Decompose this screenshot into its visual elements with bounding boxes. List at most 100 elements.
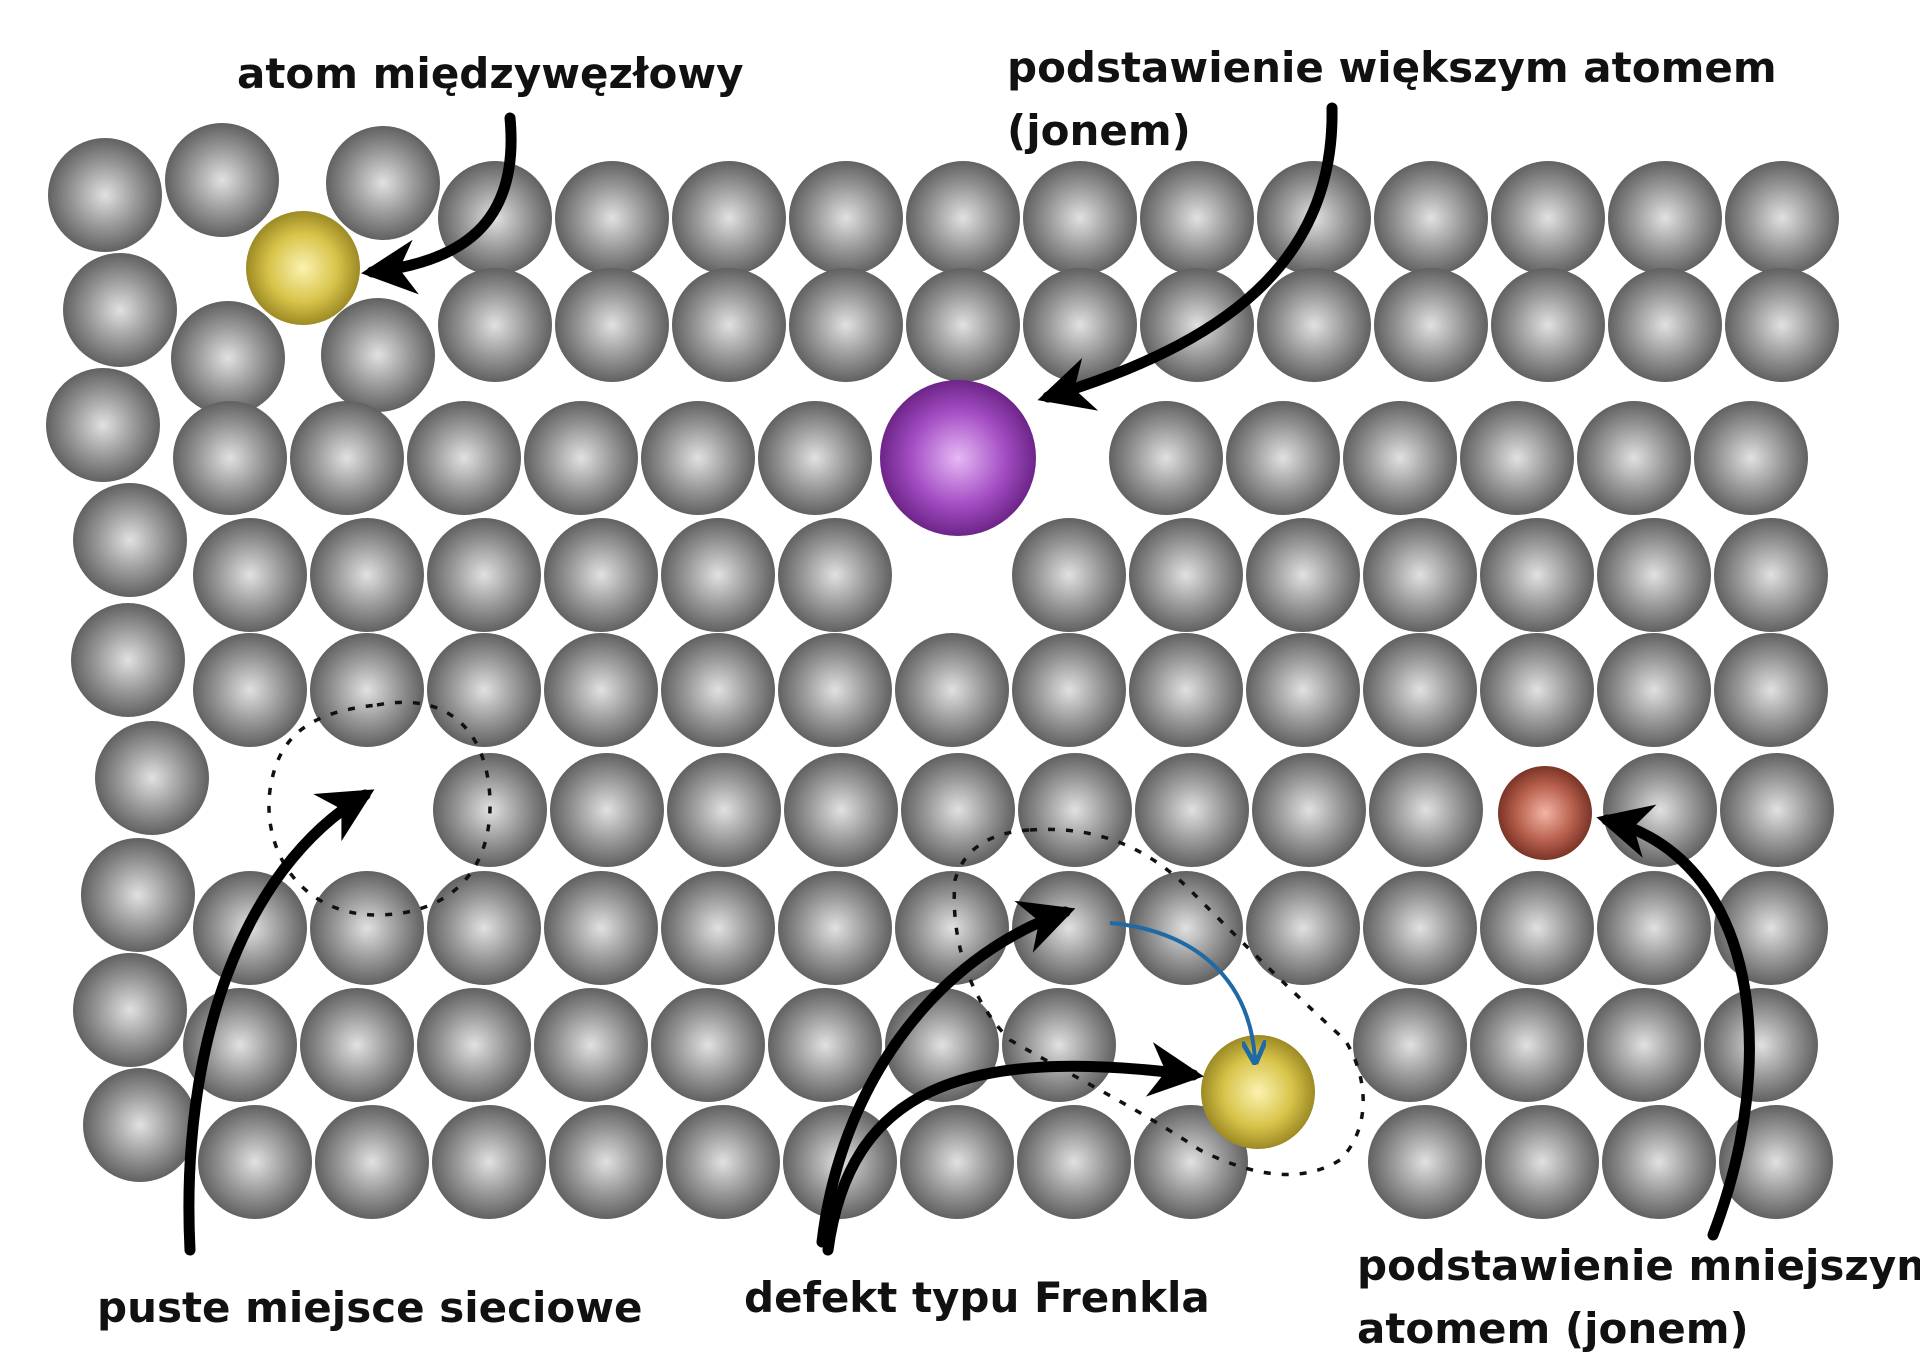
host-atom (1608, 161, 1722, 275)
host-atom (544, 871, 658, 985)
host-atom (417, 988, 531, 1102)
host-atom (895, 871, 1009, 985)
host-atom (1694, 401, 1808, 515)
host-atom (1587, 988, 1701, 1102)
host-atom (310, 518, 424, 632)
host-atom (641, 401, 755, 515)
host-atom (1374, 268, 1488, 382)
host-atom (778, 633, 892, 747)
label-smaller-substitution-line2: atomem (jonem) (1357, 1304, 1749, 1353)
host-atom (1460, 401, 1574, 515)
host-atom (1353, 988, 1467, 1102)
frenkel-pointer-arrow-vacancy (816, 900, 1076, 1248)
host-atom (789, 268, 903, 382)
smaller-substitution-pointer-arrow (1596, 804, 1755, 1241)
host-atom (71, 603, 185, 717)
host-atom (1597, 633, 1711, 747)
host-atom (534, 988, 648, 1102)
host-atom (407, 401, 521, 515)
pointer-arrows (183, 102, 1755, 1256)
label-smaller-substitution-line1: podstawienie mniejszym (1357, 1241, 1920, 1290)
host-atom (1109, 401, 1223, 515)
host-atom (661, 871, 775, 985)
host-atom (315, 1105, 429, 1219)
host-atom (1720, 753, 1834, 867)
host-atom (1725, 161, 1839, 275)
host-atom (1023, 268, 1137, 382)
host-atom (1129, 871, 1243, 985)
host-atom (1597, 871, 1711, 985)
host-atom (1491, 161, 1605, 275)
host-atom (661, 633, 775, 747)
host-atom (1363, 633, 1477, 747)
frenkel-pointer-arrow-interstitial (822, 1042, 1204, 1256)
frenkel-interstitial-atom (1201, 1035, 1315, 1149)
host-atom (1017, 1105, 1131, 1219)
host-atom (165, 123, 279, 237)
host-atom (290, 401, 404, 515)
host-atom (427, 518, 541, 632)
defect-atoms (246, 211, 1592, 1149)
host-atom (1480, 871, 1594, 985)
host-atom (555, 161, 669, 275)
host-atom (1714, 633, 1828, 747)
host-atom (1374, 161, 1488, 275)
host-atom (310, 871, 424, 985)
host-atom (906, 161, 1020, 275)
host-atom (1129, 633, 1243, 747)
host-atom (661, 518, 775, 632)
host-atom (427, 633, 541, 747)
host-atom (1363, 871, 1477, 985)
smaller-substituent-atom (1498, 766, 1592, 860)
host-atom (667, 753, 781, 867)
host-atom (438, 268, 552, 382)
host-atom (1257, 268, 1371, 382)
host-atom (1140, 268, 1254, 382)
host-atom (1603, 753, 1717, 867)
host-atom (1602, 1105, 1716, 1219)
host-atom (789, 161, 903, 275)
label-vacancy: puste miejsce sieciowe (97, 1283, 643, 1332)
host-atom (672, 161, 786, 275)
host-atom (1246, 633, 1360, 747)
host-atom (1343, 401, 1457, 515)
host-atom (1369, 753, 1483, 867)
host-atom (427, 871, 541, 985)
vacancy-pointer-arrow (183, 789, 375, 1256)
label-larger-substitution-line2: (jonem) (1007, 106, 1191, 155)
host-atom (1246, 871, 1360, 985)
host-atom (555, 268, 669, 382)
label-larger-substitution-line1: podstawienie większym atomem (1007, 43, 1777, 92)
host-atom (81, 838, 195, 952)
interstitial-pointer-arrow (361, 112, 517, 295)
host-atom (544, 518, 658, 632)
host-atom (73, 483, 187, 597)
host-atom (666, 1105, 780, 1219)
frenkel-move-arrow (1109, 921, 1255, 1060)
host-atom (95, 721, 209, 835)
host-atom (1725, 268, 1839, 382)
host-atom (48, 138, 162, 252)
host-atom (193, 518, 307, 632)
host-atom (1012, 633, 1126, 747)
host-atom (901, 753, 1015, 867)
host-atom (1470, 988, 1584, 1102)
label-interstitial: atom międzywęzłowy (237, 49, 744, 98)
host-atom (1597, 518, 1711, 632)
host-atom (198, 1105, 312, 1219)
host-atom (758, 401, 872, 515)
host-atom (321, 298, 435, 412)
host-atom (46, 368, 160, 482)
host-atom (524, 401, 638, 515)
host-atom (1368, 1105, 1482, 1219)
host-atom (300, 988, 414, 1102)
host-atom (778, 871, 892, 985)
host-atom (1252, 753, 1366, 867)
host-atom (171, 301, 285, 415)
host-atom (73, 953, 187, 1067)
vacancy-outline (267, 700, 492, 917)
host-atom (1135, 753, 1249, 867)
host-atom (1704, 988, 1818, 1102)
host-atom (1140, 161, 1254, 275)
